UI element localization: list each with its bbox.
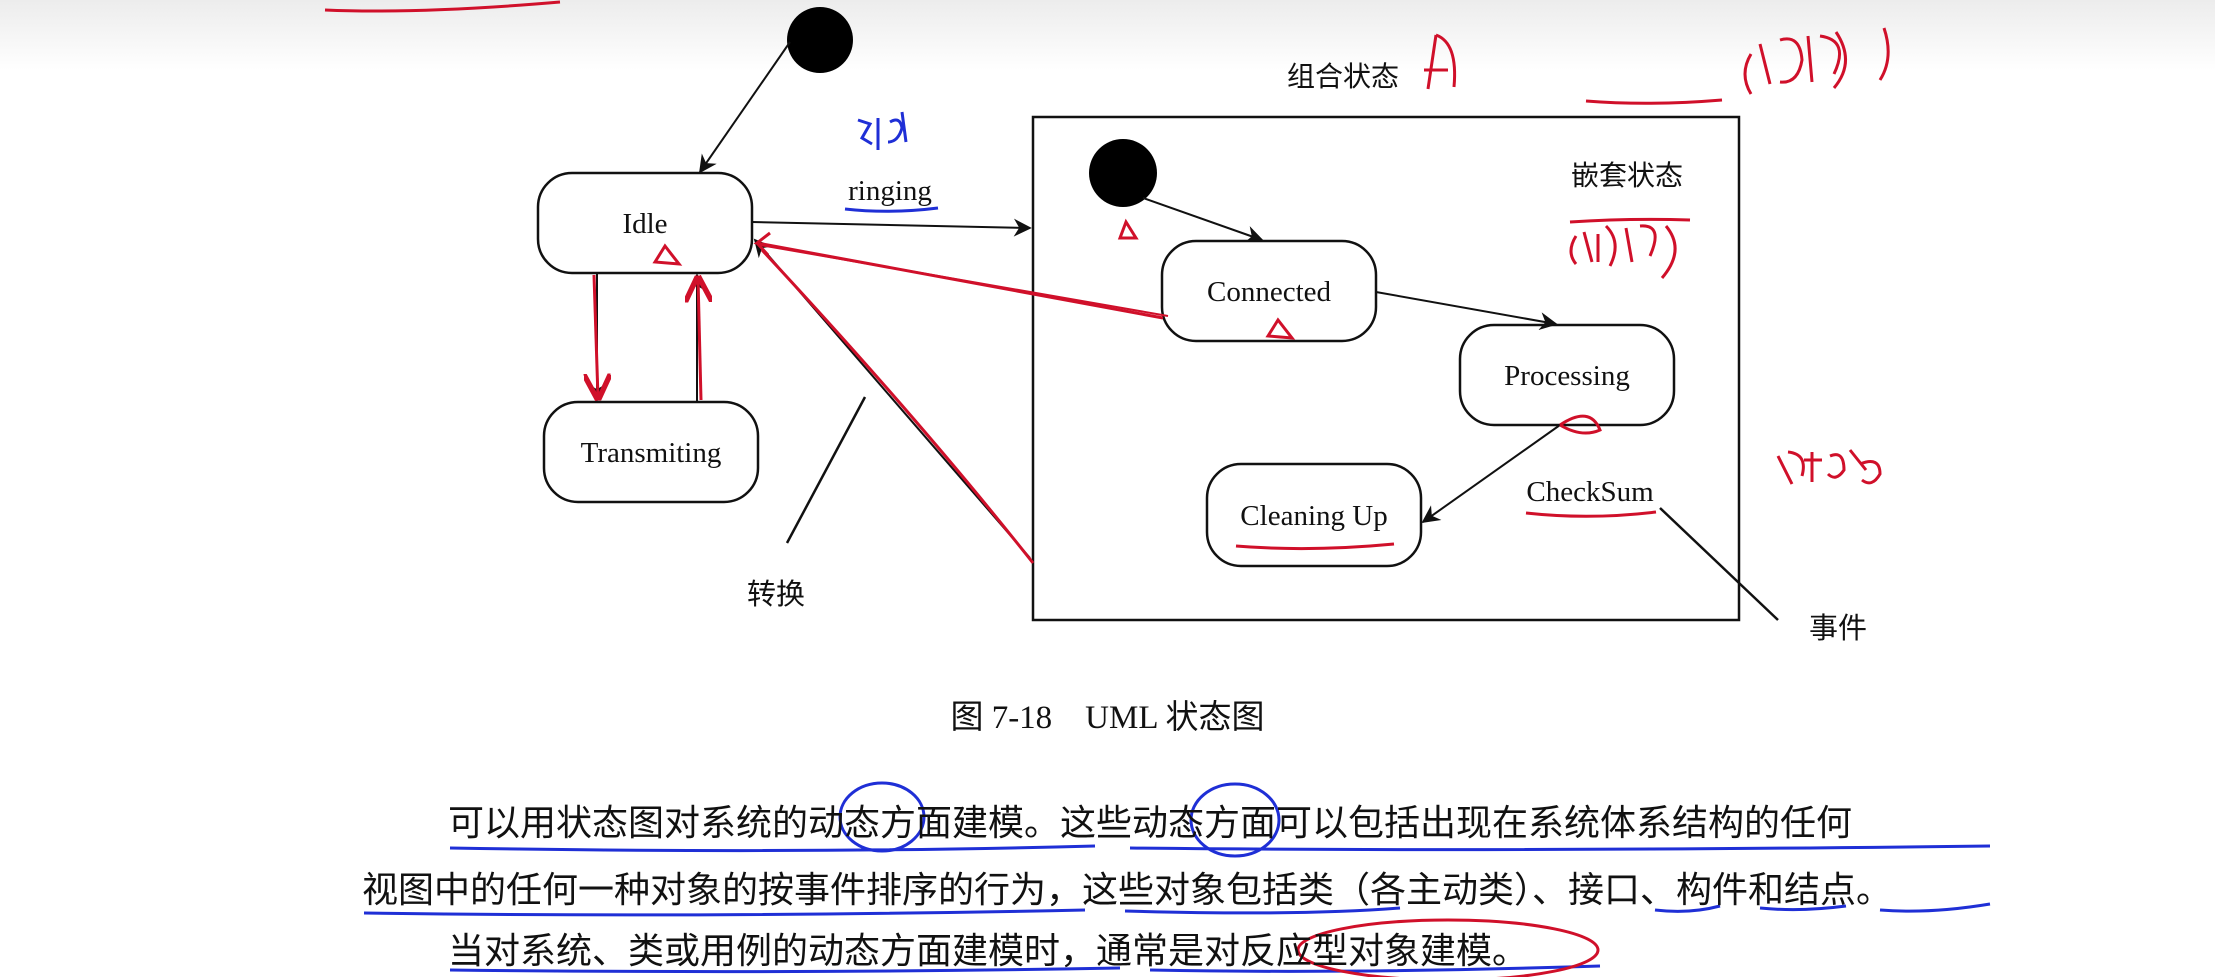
transition-processing-to-cleaning-up <box>1421 424 1561 524</box>
initial-state-inner <box>1089 139 1157 207</box>
checksum-label: CheckSum <box>1526 476 1654 508</box>
state-cleaning-up: Cleaning Up <box>1205 462 1423 568</box>
state-transmiting-label: Transmiting <box>581 437 722 469</box>
red-annotations <box>652 27 1890 564</box>
initial-transition-idle <box>698 41 791 174</box>
state-processing: Processing <box>1458 323 1676 427</box>
transition-callout-leader <box>785 396 867 544</box>
transition-ringing <box>751 218 1032 237</box>
state-idle-label: Idle <box>622 208 667 240</box>
red-trace-down <box>594 274 598 398</box>
red-ellipse-paragraph <box>1296 918 1600 977</box>
state-connected-label: Connected <box>1207 276 1332 308</box>
blue-underline-ringing <box>844 206 939 213</box>
transition-callout-label: 转换 <box>747 577 805 611</box>
blue-annotations <box>363 781 1991 974</box>
figure-caption: 图 7-18 UML 状态图 <box>950 700 1265 736</box>
paragraph-line-1: 可以用状态图对系统的动态方面建模。这些动态方面可以包括出现在系统体系结构的任何 <box>448 803 1853 844</box>
state-connected: Connected <box>1160 239 1378 343</box>
initial-transition-connected <box>1142 197 1264 244</box>
initial-state-outer <box>787 7 853 73</box>
state-idle: Idle <box>536 171 754 275</box>
composite-state-box <box>1031 115 1741 622</box>
event-callout-label: 事件 <box>1809 611 1867 645</box>
nested-state-label: 嵌套状态 <box>1571 159 1683 192</box>
paragraph-line-3: 当对系统、类或用例的动态方面建模时，通常是对反应型对象建模。 <box>448 931 1529 972</box>
ringing-label: ringing <box>848 175 932 207</box>
event-callout-leader <box>1659 507 1779 621</box>
red-scribble-top-left <box>324 0 561 13</box>
state-transmiting: Transmiting <box>542 400 760 504</box>
blue-scribble-ringing <box>857 111 908 150</box>
transition-connected-to-processing <box>1375 291 1558 331</box>
red-trace-up <box>698 278 701 401</box>
state-processing-label: Processing <box>1504 360 1630 392</box>
composite-state-label: 组合状态 <box>1287 60 1399 93</box>
state-cleaning-up-label: Cleaning Up <box>1240 500 1387 532</box>
paragraph-line-2: 视图中的任何一种对象的按事件排序的行为，这些对象包括类（各主动类）、接口、构件和… <box>362 870 1893 911</box>
